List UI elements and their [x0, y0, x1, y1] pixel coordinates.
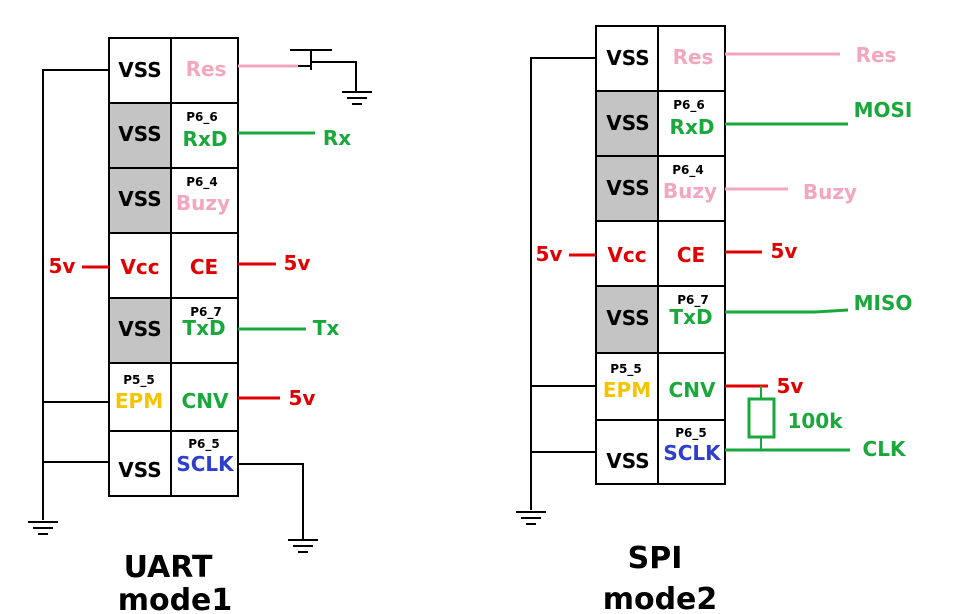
- spi-vcc-signal: 5v: [536, 242, 563, 266]
- spi-resistor-label: 100k: [787, 409, 843, 433]
- spi-signal: Buzy: [803, 180, 857, 204]
- uart-signal: Tx: [313, 316, 340, 340]
- uart-cell-l1: [108, 102, 172, 169]
- spi-cell-r4: [657, 285, 726, 354]
- spi-title: SPI: [628, 541, 683, 576]
- uart-cell-r2: [170, 167, 239, 234]
- ground-icon: [288, 539, 318, 553]
- spi-vss-bus: [530, 57, 596, 510]
- uart-right-label: RxD: [183, 127, 228, 151]
- spi-signal: MISO: [854, 291, 913, 315]
- spi-cell-r0: [657, 25, 726, 92]
- spi-right-label: TxD: [669, 305, 712, 329]
- spi-signal: MOSI: [854, 98, 913, 122]
- spi-right-pin: P6_5: [675, 426, 707, 441]
- uart-signal: 5v: [284, 251, 311, 275]
- spi-left-label: VSS: [606, 176, 649, 200]
- uart-sclk-wire: [238, 463, 304, 540]
- uart-left-label: VSS: [118, 317, 161, 341]
- uart-diagram: VSS VSS VSS Vcc VSS P5_5 EPM VSS Res P6_…: [28, 37, 372, 614]
- uart-cell-l6: [108, 430, 172, 497]
- uart-left-label: VSS: [118, 458, 161, 482]
- spi-right-label: CNV: [669, 378, 716, 402]
- uart-left-label: Vcc: [120, 255, 159, 279]
- spi-diagram: VSS VSS VSS Vcc VSS P5_5 EPM VSS Res P6_…: [516, 25, 913, 614]
- uart-vcc-signal: 5v: [49, 254, 76, 278]
- spi-epm-pin: P5_5: [610, 362, 642, 377]
- spi-right-label: CE: [677, 243, 705, 267]
- spi-subtitle: mode2: [603, 582, 718, 614]
- resistor-icon: [747, 386, 776, 450]
- spi-cell-l0: [595, 25, 659, 92]
- spi-cell-r6: [657, 419, 726, 485]
- uart-cell-r4: [170, 297, 239, 364]
- spi-left-label: Vcc: [607, 243, 646, 267]
- spi-signal: Res: [856, 43, 897, 67]
- spi-right-pin: P6_4: [672, 163, 704, 178]
- ground-icon: [342, 91, 372, 105]
- spi-right-label: Buzy: [663, 179, 717, 203]
- spi-cell-l2: [595, 155, 659, 222]
- spi-signal: CLK: [863, 437, 907, 461]
- uart-left-label: VSS: [118, 122, 161, 146]
- spi-left-label: EPM: [603, 378, 651, 402]
- uart-right-label: CE: [190, 255, 218, 279]
- uart-left-label: EPM: [115, 389, 163, 413]
- switch-icon: [290, 49, 357, 92]
- spi-left-label: VSS: [606, 449, 649, 473]
- uart-signal: 5v: [289, 386, 316, 410]
- spi-signal: 5v: [777, 374, 804, 398]
- uart-right-pin: P6_4: [186, 175, 218, 190]
- uart-left-label: VSS: [118, 58, 161, 82]
- spi-left-label: VSS: [606, 306, 649, 330]
- uart-subtitle: mode1: [118, 583, 233, 614]
- uart-right-label: Res: [186, 57, 227, 81]
- spi-signal: 5v: [771, 239, 798, 263]
- uart-epm-pin: P5_5: [123, 373, 155, 388]
- spi-right-label: RxD: [670, 115, 715, 139]
- uart-cell-r6: [170, 430, 239, 497]
- spi-right-pin: P6_6: [673, 98, 705, 113]
- uart-right-pin: P6_5: [188, 437, 220, 452]
- uart-cell-r0: [170, 37, 239, 104]
- uart-right-label: TxD: [182, 316, 225, 340]
- spi-miso-wire: [725, 308, 849, 314]
- uart-title: UART: [124, 550, 213, 585]
- ground-icon: [28, 521, 58, 535]
- spi-left-label: VSS: [606, 111, 649, 135]
- uart-right-pin: P6_6: [186, 110, 218, 125]
- uart-vss-bus: [42, 69, 109, 520]
- spi-right-label: Res: [673, 45, 714, 69]
- uart-signal: Rx: [323, 126, 351, 150]
- spi-cell-l1: [595, 90, 659, 157]
- spi-left-label: VSS: [606, 46, 649, 70]
- spi-cell-l3: [595, 220, 659, 287]
- ground-icon: [516, 511, 546, 525]
- uart-cell-l5: [108, 362, 172, 432]
- uart-right-pin: P6_7: [190, 305, 222, 320]
- uart-left-label: VSS: [118, 187, 161, 211]
- uart-right-label: CNV: [182, 389, 229, 413]
- spi-cell-r2: [657, 155, 726, 222]
- uart-right-label: SCLK: [176, 452, 235, 476]
- uart-right-label: Buzy: [176, 191, 230, 215]
- spi-right-pin: P6_7: [677, 293, 709, 308]
- spi-right-label: SCLK: [663, 441, 722, 465]
